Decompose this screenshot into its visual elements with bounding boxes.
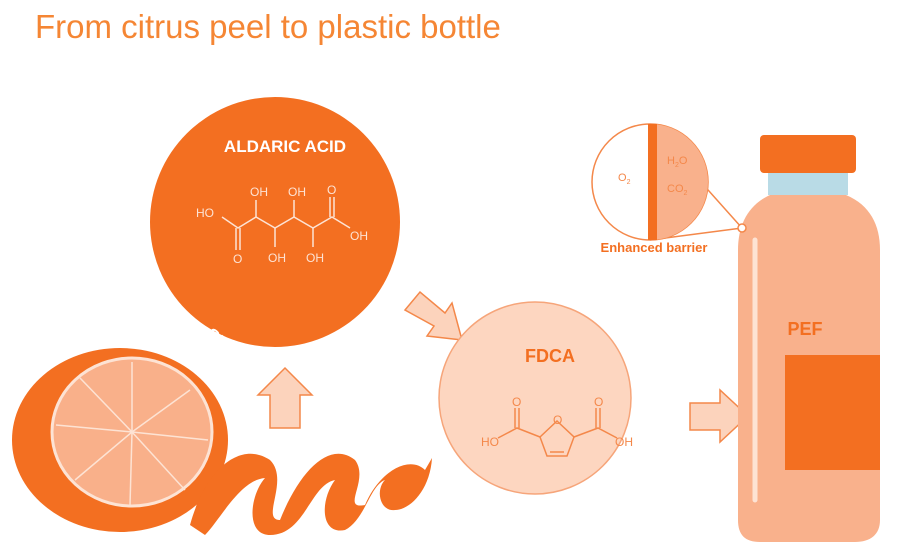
label-oh: OH [350,229,368,243]
right-arrow [689,388,750,444]
pef-label: PEF [787,319,822,339]
up-arrow [256,366,314,429]
fdca-structure [497,408,618,457]
svg-text:H2O: H2O [667,155,688,169]
h2o-label: H [667,155,675,167]
h2o-tail: O [679,155,688,167]
label-ho: HO [196,206,214,220]
aldaric-heading: ALDARIC ACID [224,137,346,156]
o2-label: O [618,172,627,184]
aldaric-acid-circle: ALDARIC ACID OH OH O HO OH O OH OH Stabl… [150,97,400,367]
citrus-peel [190,453,432,535]
co2-label: CO [667,183,684,195]
orange-illustration [12,348,228,532]
subscript: 2 [675,162,679,169]
page-title: From citrus peel to plastic bottle [35,8,501,45]
fdca-heading: FDCA [525,346,575,366]
bottle-neck-ring [768,173,848,195]
bottle-label [785,355,880,470]
svg-text:O2: O2 [618,172,631,186]
fdca-circle: FDCA O O O HO OH [438,301,633,495]
bottle-cap [760,135,856,173]
label-o: O [553,413,562,427]
pef-bottle: PEF [738,135,880,542]
diagonal-arrow [403,290,464,341]
label-oh: OH [288,185,306,199]
barrier-caption: Enhanced barrier [601,240,708,255]
svg-text:CO2: CO2 [667,183,688,197]
subscript: 2 [684,190,688,197]
aldaric-structure [221,197,351,250]
barrier-callout: O2 H2O CO2 Enhanced barrier [591,123,747,255]
label-ho: HO [481,435,499,449]
label-o: O [233,252,242,266]
label-oh: OH [268,251,286,265]
label-oh: OH [615,435,633,449]
label-oh: OH [306,251,324,265]
label-oh: OH [250,185,268,199]
label-o: O [512,395,521,409]
label-o: O [594,395,603,409]
subscript: 2 [627,179,631,186]
label-o: O [327,183,336,197]
